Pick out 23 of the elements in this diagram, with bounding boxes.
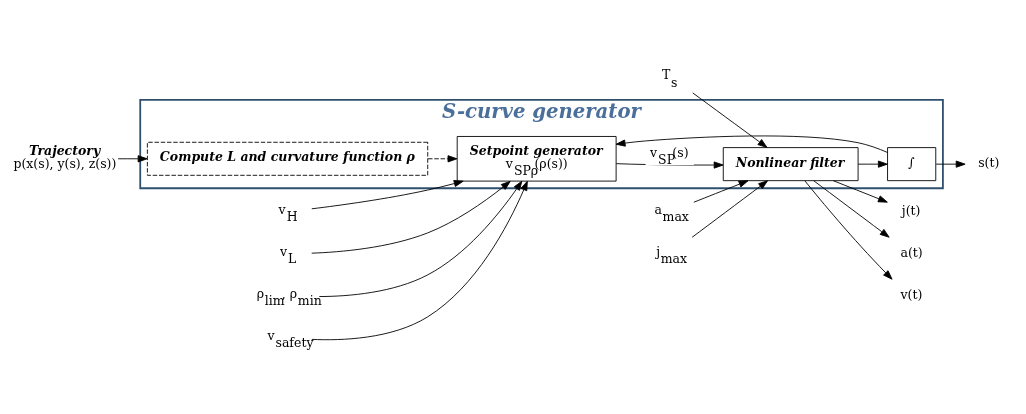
arrow <box>832 180 888 203</box>
arrow <box>691 180 768 238</box>
arrow <box>692 92 768 148</box>
arrow <box>935 160 966 168</box>
arrow <box>813 180 890 238</box>
arrow <box>693 180 749 203</box>
node-box: Nonlinear filter <box>722 147 859 182</box>
arrow <box>615 135 888 153</box>
arrow <box>311 180 511 254</box>
node-box: ∫ <box>887 147 937 182</box>
arrow <box>311 180 464 210</box>
node-text: j(t) <box>901 202 921 218</box>
arrow <box>427 155 458 163</box>
arrow <box>117 155 148 163</box>
node-text: v(t) <box>900 286 923 302</box>
arrow <box>311 180 528 341</box>
arrow <box>318 180 523 297</box>
node-text: a(t) <box>900 244 923 260</box>
arrow <box>857 160 888 168</box>
node-box: Compute L and curvature function ρ <box>146 141 429 176</box>
node-text: s(t) <box>978 155 1000 171</box>
arrow <box>804 180 893 280</box>
node-text: Trajectory p(x(s), y(s), z(s)) <box>13 143 117 171</box>
